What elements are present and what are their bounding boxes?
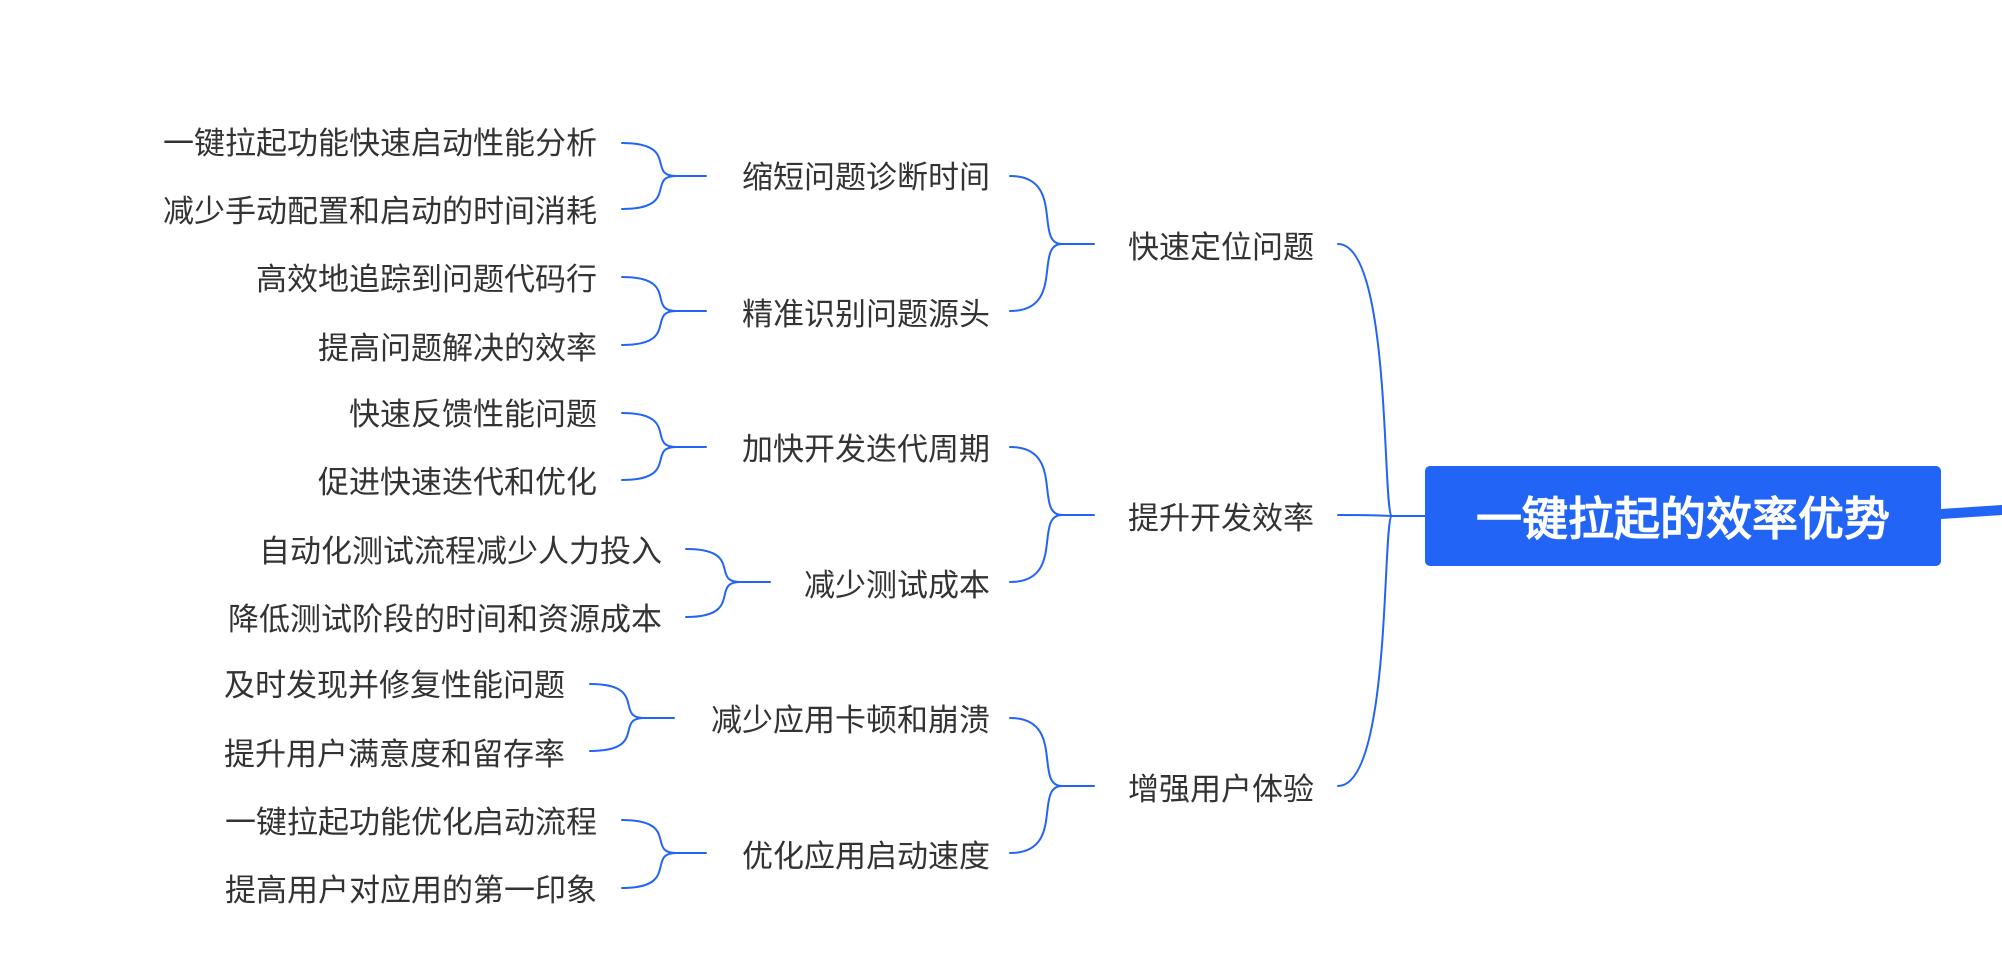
leaf-connector — [589, 717, 645, 752]
leaf-topic[interactable]: 提高用户对应用的第一印象 — [225, 873, 597, 909]
branch-topic[interactable]: 增强用户体验 — [1128, 772, 1314, 808]
leaf-topic[interactable]: 促进快速迭代和优化 — [318, 465, 597, 501]
leaf-topic[interactable]: 及时发现并修复性能问题 — [224, 668, 565, 704]
leaf-topic[interactable]: 提升用户满意度和留存率 — [224, 737, 565, 773]
branch-connector — [1009, 175, 1063, 245]
sub-topic[interactable]: 加快开发迭代周期 — [742, 432, 990, 468]
sub-topic[interactable]: 缩短问题诊断时间 — [742, 160, 990, 196]
leaf-topic[interactable]: 提高问题解决的效率 — [318, 331, 597, 367]
leaf-connector — [621, 310, 677, 346]
leaf-topic[interactable]: 降低测试阶段的时间和资源成本 — [228, 602, 662, 638]
sub-topic[interactable]: 优化应用启动速度 — [742, 839, 990, 875]
sub-topic[interactable]: 精准识别问题源头 — [742, 297, 990, 333]
leaf-connector — [621, 446, 677, 481]
leaf-connector — [621, 142, 677, 177]
leaf-topic[interactable]: 减少手动配置和启动的时间消耗 — [163, 194, 597, 230]
branch-topic[interactable]: 提升开发效率 — [1128, 501, 1314, 537]
branch-connector — [1009, 446, 1063, 516]
leaf-topic[interactable]: 高效地追踪到问题代码行 — [256, 262, 597, 298]
leaf-topic[interactable]: 自动化测试流程减少人力投入 — [259, 534, 662, 570]
leaf-connector — [621, 852, 677, 889]
root-connector — [1337, 514, 1393, 517]
root-connector — [1337, 515, 1393, 787]
leaf-topic[interactable]: 一键拉起功能快速启动性能分析 — [163, 126, 597, 162]
leaf-connector — [621, 819, 677, 854]
branch-connector — [1009, 717, 1063, 787]
branch-topic[interactable]: 快速定位问题 — [1128, 230, 1314, 266]
branch-connector — [1009, 514, 1063, 583]
sub-topic[interactable]: 减少应用卡顿和崩溃 — [711, 703, 990, 739]
leaf-connector — [685, 548, 741, 583]
leaf-topic[interactable]: 一键拉起功能优化启动流程 — [225, 805, 597, 841]
leaf-connector — [621, 276, 677, 312]
branch-connector — [1009, 785, 1063, 854]
leaf-connector — [621, 175, 677, 210]
leaf-topic[interactable]: 快速反馈性能问题 — [349, 397, 597, 433]
root-tail — [1936, 505, 2002, 519]
leaf-connector — [685, 581, 741, 618]
root-topic[interactable]: 一键拉起的效率优势 — [1425, 466, 1941, 566]
leaf-connector — [589, 683, 645, 719]
leaf-connector — [621, 412, 677, 448]
sub-topic[interactable]: 减少测试成本 — [804, 568, 990, 604]
root-connector — [1337, 243, 1393, 517]
branch-connector — [1009, 243, 1063, 312]
